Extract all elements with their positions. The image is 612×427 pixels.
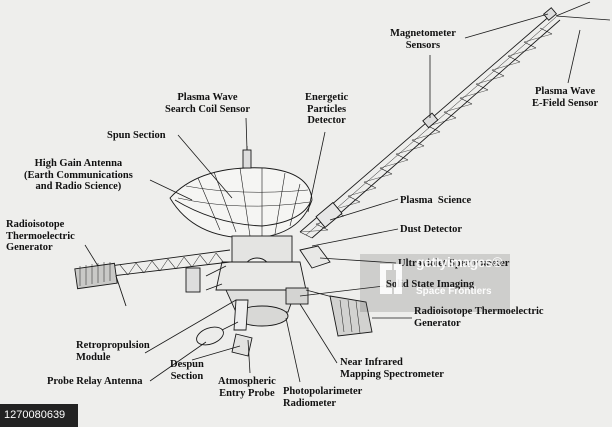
- retropropulsion-module-label: Retropropulsion Module: [76, 340, 150, 363]
- photopolarimeter-radiometer-label: Photopolarimeter Radiometer: [283, 386, 363, 409]
- rtg-right-label: Radioisotope Thermoelectric Generator: [414, 306, 544, 329]
- watermark-credit: Space Frontiers: [416, 286, 492, 297]
- watermark-brand: gettyimages®: [416, 254, 503, 270]
- magnetometer-boom: [299, 1, 611, 239]
- rtg-left-label: Radioisotope Thermoelectric Generator: [6, 219, 75, 253]
- high-gain-antenna-shape: [169, 146, 313, 239]
- ultraviolet-spectrometer-label: Ultraviolet Spectrometer: [398, 258, 510, 269]
- leader-lines: [84, 13, 581, 383]
- despun-section-label: Despun Section: [170, 359, 204, 382]
- atmospheric-entry-probe-label: Atmospheric Entry Probe: [218, 376, 276, 399]
- magnetometer-sensors-label: Magnetometer Sensors: [390, 28, 456, 51]
- plasma-wave-efield-label: Plasma Wave E-Field Sensor: [532, 86, 599, 109]
- watermark-logo-icon: [380, 264, 402, 294]
- image-id-badge: 1270080639: [0, 404, 78, 427]
- near-infrared-spectrometer-label: Near Infrared Mapping Spectrometer: [340, 357, 444, 380]
- energetic-particles-label: Energetic Particles Detector: [305, 92, 349, 126]
- dust-detector-label: Dust Detector: [400, 224, 463, 235]
- plasma-science-label: Plasma Science: [400, 195, 472, 206]
- high-gain-antenna-label: High Gain Antenna (Earth Communications …: [24, 158, 133, 192]
- rtg-boom-left: [74, 249, 231, 307]
- rtg-right: [305, 289, 373, 337]
- probe-relay-antenna-shape: [196, 321, 253, 357]
- plasma-wave-search-coil-label: Plasma Wave Search Coil Sensor: [165, 92, 250, 115]
- probe-relay-antenna-label: Probe Relay Antenna: [47, 376, 143, 387]
- spun-section-label: Spun Section: [107, 130, 166, 141]
- spacecraft-bus: [185, 235, 331, 331]
